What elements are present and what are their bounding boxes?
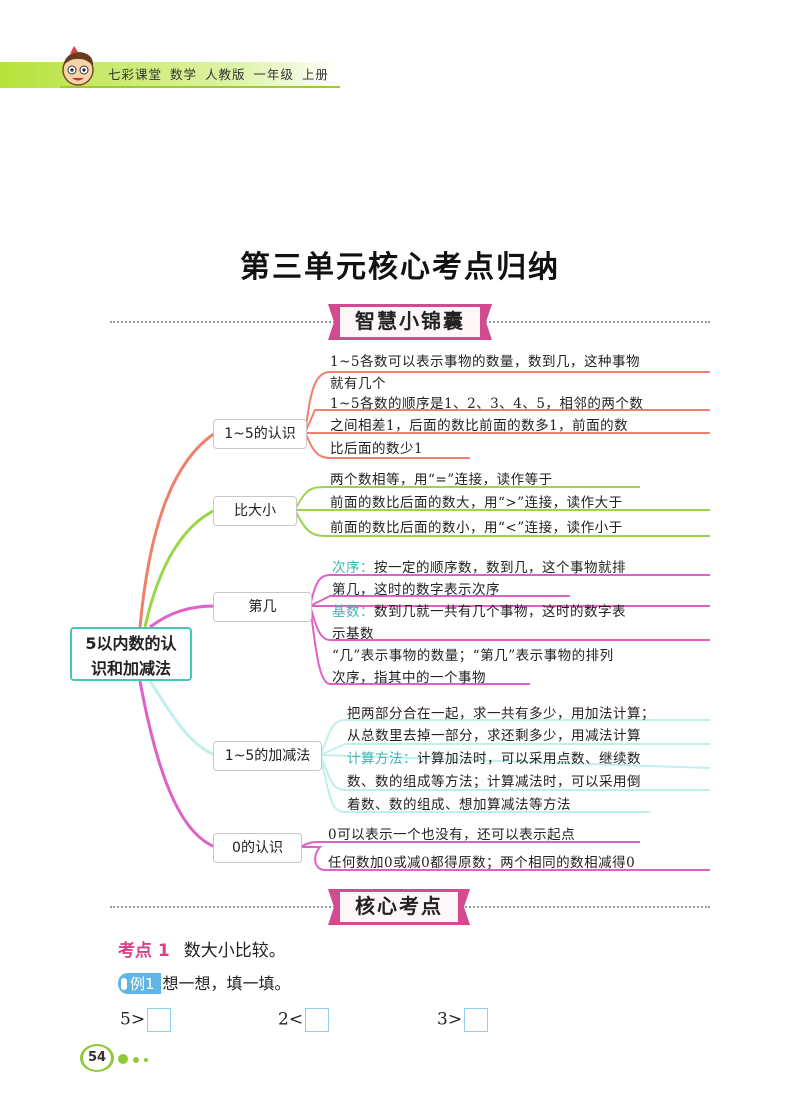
section-banner-tips: 智慧小锦囊 [340,304,480,340]
branch-3-line-2: 第几，这时的数字表示次序 [332,578,500,598]
kaodian-label: 考点 1 [118,941,170,961]
connector-branch-2 [143,508,216,628]
page-title: 第三单元核心考点归纳 [240,250,560,285]
branch-4-line-5: 着数、数的组成、想加算减法等方法 [347,793,571,813]
branch-1-line-4: 之间相差1，后面的数比前面的数多1，前面的数 [330,418,629,434]
section-banner-core: 核心考点 [340,889,458,925]
branch-node-4: 1~5的加减法 [213,741,322,771]
branch-1-line-3: 1~5各数的顺序是1、2、3、4、5，相邻的两个数 [330,396,644,412]
root-line-2: 识和加减法 [90,659,171,678]
question-3: 3> [437,1008,489,1032]
decor-dot [144,1058,148,1062]
branch-3-line-5-text: “几”表示事物的数量；“第几”表示事物的排列 [332,648,614,664]
header-text: 七彩课堂 数学 人教版 一年级 上册 [108,67,329,82]
branch-2-line-3: 前面的数比后面的数小，用“<”连接，读作小于 [330,520,623,536]
question-1: 5> [120,1008,172,1032]
branch-4-line-4-text: 数、数的组成等方法；计算减法时，可以采用倒 [347,774,641,790]
branch-node-2: 比大小 [213,496,297,526]
branch-4-line-1-text: 把两部分合在一起，求一共有多少，用加法计算； [347,706,655,722]
branch-1-line-1: 1~5各数可以表示事物的数量，数到几，这种事物 [330,354,640,370]
branch-3-line-3: 基数：数到几就一共有几个事物，这时的数字表 [332,600,626,620]
branch-3-line-4: 示基数 [332,622,374,642]
branch-3-line-6: 次序，指其中的一个事物 [332,666,486,686]
question-2-text: 2< [278,1009,304,1030]
question-1-text: 5> [120,1009,146,1030]
branch-3-line-3-text: 数到几就一共有几个事物，这时的数字表 [374,604,626,620]
connector-branch-1 [138,431,216,628]
branch-4-line-4: 数、数的组成等方法；计算减法时，可以采用倒 [347,770,641,790]
highlight-label: 基数： [332,604,374,620]
branch-3-line-5: “几”表示事物的数量；“第几”表示事物的排列 [332,644,614,664]
branch-3-line-1: 次序：按一定的顺序数，数到几，这个事物就排 [332,556,626,576]
highlight-label: 计算方法： [347,751,417,767]
decor-dot [118,1054,128,1064]
mindmap-root: 5以内数的认 识和加减法 [70,627,192,681]
answer-box-2[interactable] [305,1008,330,1032]
branch-4-line-1: 把两部分合在一起，求一共有多少，用加法计算； [347,702,655,722]
branch-node-5: 0的认识 [213,833,302,863]
header-bar [0,62,340,88]
bracket-branch-5 [299,841,640,848]
branch-4-line-5-text: 着数、数的组成、想加算减法等方法 [347,797,571,813]
connector-branch-4 [148,680,216,757]
branch-1-line-2: 就有几个 [330,376,386,392]
branch-4-line-3: 计算方法：计算加法时，可以采用点数、继续数 [347,747,641,767]
kaodian-row: 考点 1 数大小比较。 [118,936,286,961]
example-tag: 例1 [118,973,161,994]
branch-4-line-2: 从总数里去掉一部分，求还剩多少，用减法计算 [347,724,641,744]
branch-node-3: 第几 [213,592,312,622]
branch-3-line-6-text: 次序，指其中的一个事物 [332,670,486,686]
bracket-branch-2 [294,486,640,511]
highlight-label: 次序： [332,560,374,576]
branch-5-line-2: 任何数加0或减0都得原数；两个相同的数相减得0 [328,855,636,871]
decor-dot [133,1057,139,1063]
branch-node-1: 1~5的认识 [213,419,307,449]
mascot-icon [62,46,94,86]
answer-box-1[interactable] [147,1008,172,1032]
branch-3-line-4-text: 示基数 [332,626,374,642]
answer-box-3[interactable] [464,1008,489,1032]
branch-3-line-1-text: 按一定的顺序数，数到几，这个事物就排 [374,560,626,576]
question-3-text: 3> [437,1009,463,1030]
bracket-branch-4 [319,719,710,756]
connector-branch-5 [138,680,216,849]
branch-5-line-1: 0可以表示一个也没有，还可以表示起点 [328,827,576,843]
branch-1-line-5: 比后面的数少1 [330,441,424,457]
connector-branch-3 [149,604,216,629]
branch-2-line-1: 两个数相等，用“=”连接，读作等于 [330,472,553,488]
example-text: 想一想，填一填。 [162,974,291,993]
branch-2-line-2: 前面的数比后面的数大，用“>”连接，读作大于 [330,495,623,511]
header-underline [60,86,340,88]
branch-4-line-3-text: 计算加法时，可以采用点数、继续数 [417,751,641,767]
root-line-1: 5以内数的认 [85,634,177,653]
question-2: 2< [278,1008,330,1032]
branch-4-line-2-text: 从总数里去掉一部分，求还剩多少，用减法计算 [347,728,641,744]
kaodian-text: 数大小比较。 [183,941,286,961]
branch-3-line-2-text: 第几，这时的数字表示次序 [332,582,500,598]
page-number: 54 [83,1046,111,1070]
